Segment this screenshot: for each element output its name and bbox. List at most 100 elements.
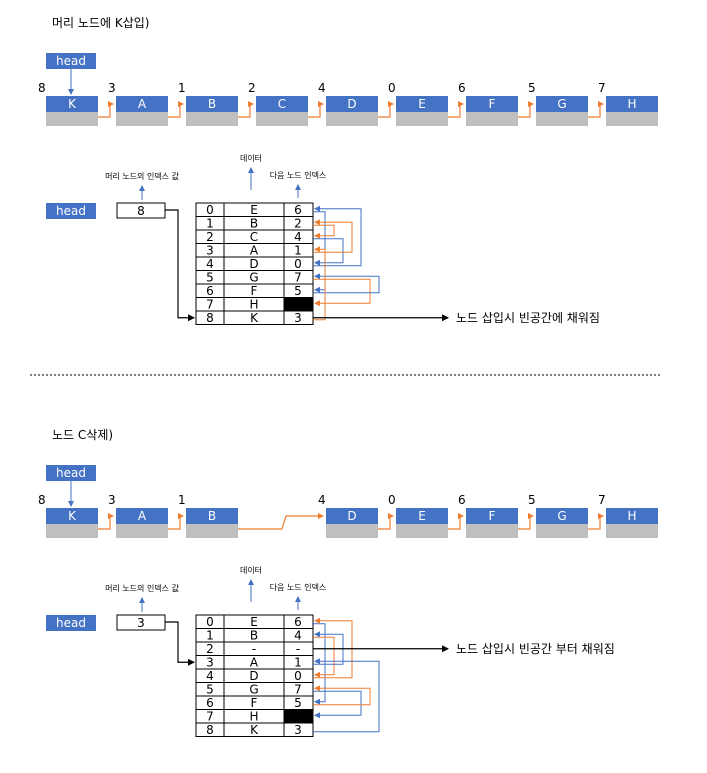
next-column-caption: 다음 노드 인덱스 bbox=[270, 582, 327, 592]
head-variable-label: head bbox=[56, 204, 86, 218]
table-cell-data: D bbox=[249, 669, 258, 683]
table-cell-data: A bbox=[250, 244, 259, 258]
head-variable-label: head bbox=[56, 616, 86, 630]
table-cell-idx: 8 bbox=[206, 311, 214, 325]
node-index-label: 4 bbox=[318, 493, 326, 507]
next-pointer-arrow bbox=[313, 224, 335, 239]
node-link-arrow bbox=[238, 513, 324, 530]
section-title: 머리 노드에 K삽입) bbox=[52, 16, 149, 30]
node-data-label: D bbox=[347, 97, 356, 111]
table-cell-next: 1 bbox=[294, 656, 302, 670]
table-cell-data: F bbox=[251, 284, 258, 298]
table-cell-idx: 1 bbox=[206, 629, 214, 643]
head-variable-box bbox=[46, 615, 96, 631]
node-index-label: 2 bbox=[248, 81, 256, 95]
table-cell-next: 7 bbox=[294, 271, 302, 285]
head-pointer-label: head bbox=[56, 54, 86, 68]
table-cell-next: 3 bbox=[294, 723, 302, 737]
node-next-field bbox=[186, 524, 238, 538]
node-link-arrow bbox=[378, 513, 394, 530]
node-data-field bbox=[396, 96, 448, 112]
node-next-field bbox=[116, 524, 168, 538]
table-cell-idx: 0 bbox=[206, 615, 214, 629]
next-pointer-arrow bbox=[313, 205, 362, 267]
node-next-field bbox=[466, 524, 518, 538]
node-data-label: B bbox=[208, 97, 216, 111]
table-cell-data: G bbox=[249, 683, 258, 697]
table-cell-idx: 0 bbox=[206, 203, 214, 217]
node-next-field bbox=[46, 524, 98, 538]
note-text: 노드 삽입시 빈공간에 채워짐 bbox=[456, 311, 600, 325]
table-cell-next: 7 bbox=[294, 683, 302, 697]
table-cell-idx: 8 bbox=[206, 723, 214, 737]
node-data-label: K bbox=[68, 509, 77, 523]
node-index-label: 6 bbox=[458, 493, 466, 507]
node-data-label: D bbox=[347, 509, 356, 523]
node-index-label: 0 bbox=[388, 493, 396, 507]
table-cell-next: -1 bbox=[292, 710, 304, 724]
table-cell-data: G bbox=[249, 271, 258, 285]
node-data-field bbox=[116, 508, 168, 524]
table-cell-data: - bbox=[252, 642, 256, 656]
node-data-field bbox=[326, 96, 378, 112]
terminator-cell bbox=[284, 709, 313, 723]
table-cell-next: - bbox=[296, 642, 300, 656]
table-cell-data: C bbox=[250, 230, 258, 244]
node-next-field bbox=[536, 524, 588, 538]
node-data-label: K bbox=[68, 97, 77, 111]
section-title: 노드 C삭제) bbox=[52, 428, 113, 442]
table-cell-data: E bbox=[250, 615, 258, 629]
head-index-caption: 머리 노드의 인덱스 값 bbox=[105, 171, 180, 181]
next-pointer-arrow bbox=[313, 658, 380, 733]
table-cell-data: F bbox=[251, 696, 258, 710]
next-pointer-arrow bbox=[313, 246, 326, 321]
table-cell-data: B bbox=[250, 629, 258, 643]
table-cell-next: 3 bbox=[294, 311, 302, 325]
node-data-label: G bbox=[557, 509, 566, 523]
node-data-label: A bbox=[138, 97, 147, 111]
table-cell-next: 5 bbox=[294, 696, 302, 710]
node-index-label: 1 bbox=[178, 493, 186, 507]
table-cell-idx: 6 bbox=[206, 696, 214, 710]
node-data-field bbox=[606, 96, 658, 112]
node-data-label: F bbox=[489, 97, 496, 111]
node-link-arrow bbox=[98, 101, 114, 118]
node-index-label: 5 bbox=[528, 493, 536, 507]
node-next-field bbox=[46, 112, 98, 126]
next-pointer-arrow bbox=[313, 211, 326, 293]
head-variable-box bbox=[46, 203, 96, 219]
table-cell-idx: 6 bbox=[206, 284, 214, 298]
node-data-field bbox=[536, 508, 588, 524]
node-index-label: 8 bbox=[38, 493, 46, 507]
node-data-field bbox=[186, 508, 238, 524]
node-data-field bbox=[466, 508, 518, 524]
node-data-label: F bbox=[489, 509, 496, 523]
node-next-field bbox=[326, 112, 378, 126]
node-index-label: 7 bbox=[598, 81, 606, 95]
table-cell-next: 0 bbox=[294, 257, 302, 271]
node-data-label: G bbox=[557, 97, 566, 111]
node-link-arrow bbox=[238, 101, 254, 118]
table-cell-idx: 4 bbox=[206, 669, 214, 683]
node-data-field bbox=[536, 96, 588, 112]
node-link-arrow bbox=[98, 513, 114, 530]
table-cell-data: H bbox=[249, 298, 258, 312]
node-next-field bbox=[396, 112, 448, 126]
node-link-arrow bbox=[168, 101, 184, 118]
node-data-field bbox=[46, 96, 98, 112]
head-value: 8 bbox=[137, 204, 145, 218]
head-pointer-box bbox=[46, 465, 96, 481]
node-index-label: 1 bbox=[178, 81, 186, 95]
table-cell-idx: 5 bbox=[206, 271, 214, 285]
table-cell-data: A bbox=[250, 656, 259, 670]
node-data-label: C bbox=[278, 97, 286, 111]
node-link-arrow bbox=[588, 101, 604, 118]
node-link-arrow bbox=[448, 513, 464, 530]
node-link-arrow bbox=[448, 101, 464, 118]
node-index-label: 3 bbox=[108, 81, 116, 95]
table-cell-next: 6 bbox=[294, 615, 302, 629]
node-index-label: 3 bbox=[108, 493, 116, 507]
node-next-field bbox=[466, 112, 518, 126]
